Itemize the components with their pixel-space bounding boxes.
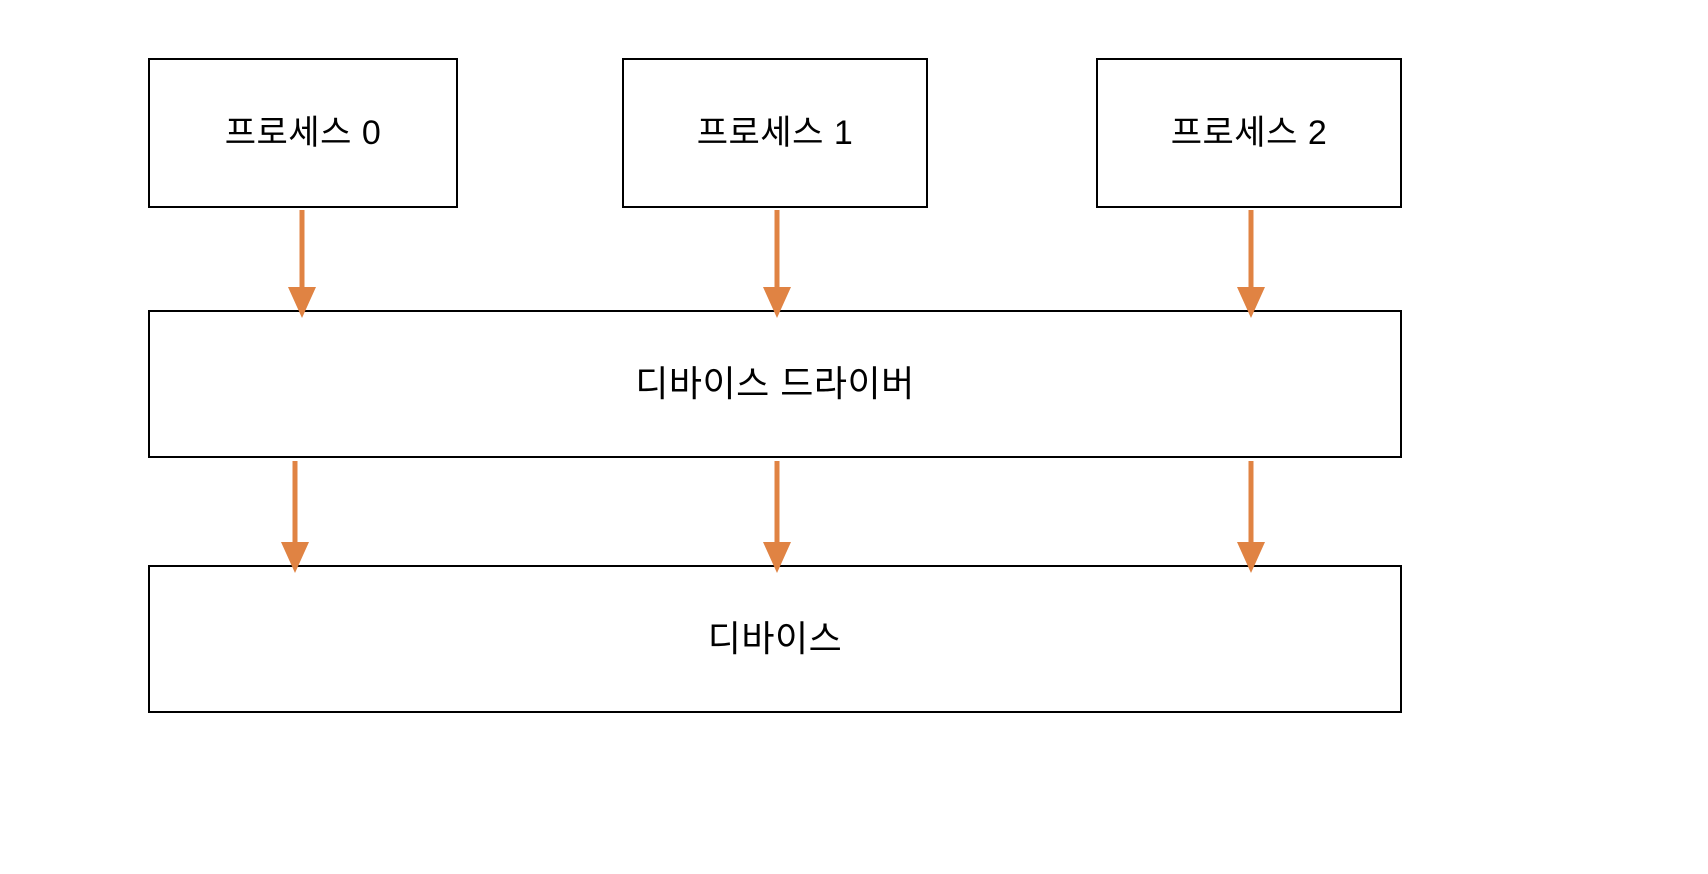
node-process-0[interactable]: 프로세스 0 — [148, 58, 458, 208]
node-device-driver[interactable]: 디바이스 드라이버 — [148, 310, 1402, 458]
node-process-2-label: 프로세스 2 — [1170, 113, 1328, 152]
edges-process-to-driver — [288, 210, 1266, 318]
node-device-driver-label: 디바이스 드라이버 — [635, 363, 915, 405]
node-device-label: 디바이스 — [707, 618, 843, 660]
node-process-1-label: 프로세스 1 — [696, 113, 854, 152]
node-device[interactable]: 디바이스 — [148, 565, 1402, 713]
node-process-2[interactable]: 프로세스 2 — [1096, 58, 1402, 208]
node-process-0-label: 프로세스 0 — [224, 113, 382, 152]
edges-driver-to-device — [281, 461, 1266, 573]
node-process-1[interactable]: 프로세스 1 — [622, 58, 928, 208]
